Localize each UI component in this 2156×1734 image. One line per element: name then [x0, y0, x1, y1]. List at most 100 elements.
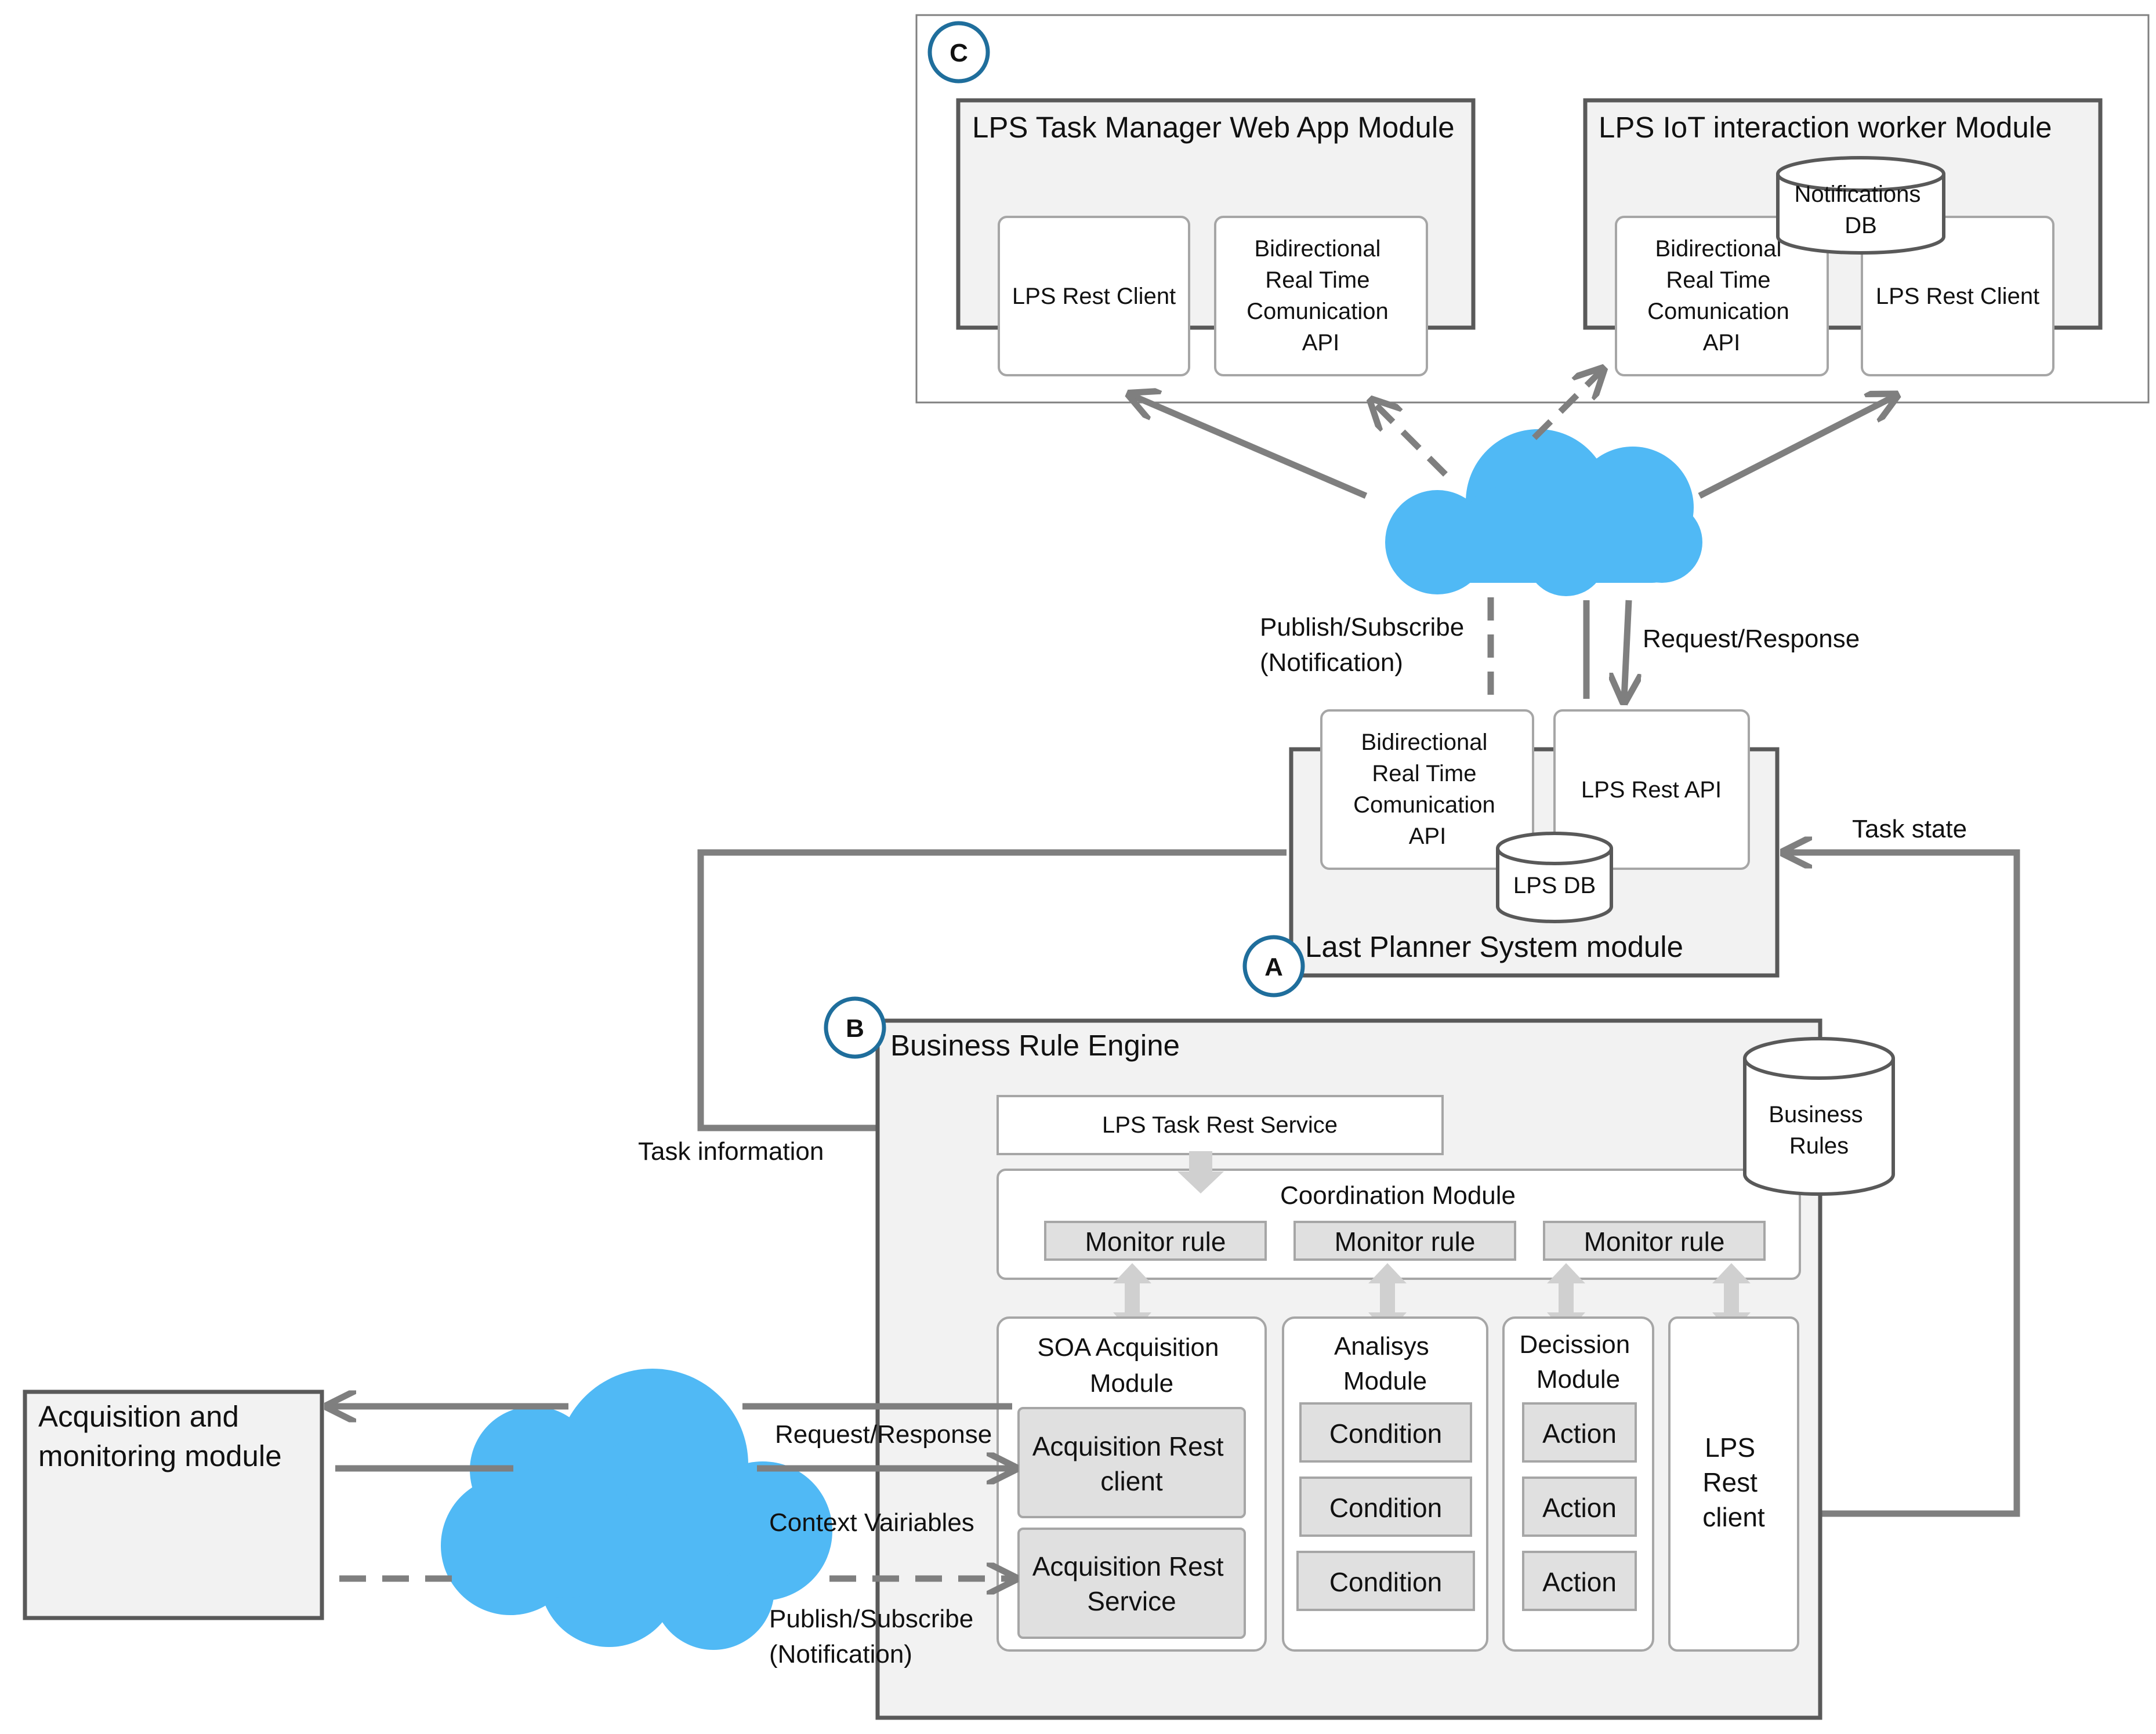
light-double-arrow — [1113, 1263, 1151, 1334]
action-box: Action — [1522, 1477, 1637, 1537]
pubsub-label-top: Publish/Subscribe (Notification) — [1260, 613, 1471, 677]
module-title: Module — [1537, 1365, 1620, 1394]
api-line: Comunication — [1353, 792, 1495, 818]
api-line: API — [1409, 824, 1446, 849]
pubsub-label-bottom: Publish/Subscribe (Notification) — [769, 1605, 980, 1668]
arrow-to-task-manager-api — [1374, 402, 1448, 477]
svg-text:Bidirectional Real Time: Bidirectional Real Time Comunication API — [1647, 236, 1796, 355]
lps-task-rest-service: LPS Task Rest Service — [997, 1095, 1444, 1155]
coordination-module-label: Coordination Module — [1280, 1181, 1516, 1210]
lps-db-label: LPS DB — [1513, 873, 1596, 898]
badge-a: A — [1242, 935, 1305, 997]
svg-text:SOA Acquisition Module: SOA Acquisition Module — [1037, 1333, 1226, 1398]
iot-rest-client: LPS Rest Client — [1861, 216, 2054, 376]
condition-box: Condition — [1299, 1477, 1472, 1537]
badge-b: B — [824, 996, 886, 1059]
monitor-rule: Monitor rule — [1044, 1221, 1267, 1261]
box-label: Acquisition Rest — [1032, 1551, 1224, 1581]
api-line: Comunication — [1647, 299, 1789, 324]
condition-label: Condition — [1329, 1567, 1442, 1597]
module-title: Analisys — [1334, 1332, 1429, 1361]
action-box: Action — [1522, 1402, 1637, 1463]
iot-bidirectional-api: Bidirectional Real Time Comunication API — [1615, 216, 1829, 376]
acquisition-rest-service: Acquisition Rest Service — [1017, 1528, 1246, 1639]
box-label: LPS — [1705, 1432, 1755, 1463]
api-line: API — [1703, 330, 1740, 355]
module-title: Decission — [1520, 1330, 1630, 1359]
light-double-arrow — [1547, 1263, 1585, 1334]
svg-text:Bidirectional Real Time: Bidirectional Real Time Comunication API — [1353, 730, 1502, 849]
db-label: Business — [1769, 1102, 1863, 1127]
api-line: Comunication — [1247, 299, 1389, 324]
svg-text:Analisys Module: Analisys Module — [1334, 1332, 1436, 1395]
svg-text:Decission Module: Decission Module — [1520, 1330, 1637, 1394]
svg-text:Notifications DB: Notifications DB — [1795, 182, 1927, 238]
request-response-label-top: Request/Response — [1643, 625, 1860, 653]
task-information-label: Task information — [638, 1137, 824, 1166]
condition-label: Condition — [1329, 1419, 1442, 1449]
task-manager-title: LPS Task Manager Web App Module — [972, 111, 1455, 144]
box-label: Service — [1087, 1586, 1176, 1616]
condition-box: Condition — [1296, 1551, 1475, 1611]
request-response-label-bottom: Request/Response — [775, 1420, 992, 1449]
api-line: Bidirectional — [1655, 236, 1781, 262]
badge-c: C — [927, 21, 990, 84]
monitor-rule: Monitor rule — [1293, 1221, 1516, 1261]
task-state-arrow — [1787, 853, 2020, 1517]
light-double-arrow — [1712, 1263, 1751, 1334]
task-information-arrow — [697, 849, 1287, 1128]
lps-rest-api: LPS Rest API — [1553, 709, 1750, 870]
module-title: Module — [1090, 1369, 1173, 1398]
task-state-label: Task state — [1852, 815, 1967, 843]
cloud-icon-bottom — [441, 1369, 832, 1650]
light-arrow-down — [1177, 1151, 1224, 1194]
condition-box: Condition — [1299, 1402, 1472, 1463]
module-title: SOA Acquisition — [1037, 1333, 1219, 1362]
api-line: Bidirectional — [1361, 730, 1487, 755]
task-manager-rest-client-label: LPS Rest Client — [1012, 284, 1176, 309]
iot-rest-client-label: LPS Rest Client — [1876, 284, 2039, 309]
bre-title: Business Rule Engine — [890, 1029, 1180, 1062]
action-label: Action — [1542, 1567, 1617, 1597]
monitor-rule-label: Monitor rule — [1085, 1227, 1226, 1257]
iot-worker-title: LPS IoT interaction worker Module — [1599, 111, 2052, 144]
api-line: API — [1302, 330, 1339, 355]
box-label: client — [1702, 1502, 1765, 1532]
box-label: client — [1100, 1466, 1163, 1496]
lps-rest-api-label: LPS Rest API — [1581, 777, 1722, 803]
svg-text:Acquisition and monitori: Acquisition and monitoring module — [38, 1400, 282, 1472]
business-rules-db-icon: Business Rules — [1743, 1037, 1895, 1196]
monitor-rule: Monitor rule — [1543, 1221, 1766, 1261]
lps-bidirectional-api: Bidirectional Real Time Comunication API — [1320, 709, 1534, 870]
acquisition-title: Acquisition and — [38, 1400, 239, 1433]
svg-text:LPS Rest client: LPS Rest client — [1702, 1432, 1765, 1532]
badge-c-label: C — [950, 39, 968, 67]
lps-db-icon: LPS DB — [1496, 832, 1613, 923]
module-title: Module — [1343, 1367, 1427, 1395]
svg-text:Acquisition Rest client: Acquisition Rest client — [1032, 1431, 1231, 1496]
bre-lps-rest-client: LPS Rest client — [1668, 1316, 1799, 1652]
task-rest-service-label: LPS Task Rest Service — [1102, 1112, 1338, 1138]
db-label: DB — [1845, 213, 1877, 238]
monitor-rule-label: Monitor rule — [1584, 1227, 1725, 1257]
svg-text:Bidirectional Real Time: Bidirectional Real Time Comunication API — [1247, 236, 1395, 355]
arrow-to-iot-rest-client — [1698, 397, 1894, 499]
task-manager-bidirectional-api: Bidirectional Real Time Comunication API — [1214, 216, 1428, 376]
context-variables-label: Context Vairiables — [769, 1508, 974, 1537]
api-line: Real Time — [1372, 761, 1476, 786]
svg-text:Business Rules: Business Rules — [1769, 1102, 1869, 1159]
lps-module-title: Last Planner System module — [1305, 930, 1683, 963]
svg-text:Acquisition Rest Service: Acquisition Rest Service — [1032, 1551, 1231, 1616]
db-label: Rules — [1789, 1133, 1849, 1159]
arrow-to-iot-api — [1532, 371, 1601, 440]
api-line: Real Time — [1265, 267, 1369, 293]
acquisition-rest-client: Acquisition Rest client — [1017, 1407, 1246, 1518]
arrow-to-task-manager-rest-client — [1132, 396, 1368, 499]
box-label: Rest — [1702, 1467, 1758, 1497]
action-label: Action — [1542, 1419, 1617, 1449]
cloud-icon-top — [1385, 429, 1702, 596]
badge-b-label: B — [846, 1014, 864, 1043]
task-manager-rest-client: LPS Rest Client — [998, 216, 1190, 376]
api-line: Real Time — [1666, 267, 1770, 293]
